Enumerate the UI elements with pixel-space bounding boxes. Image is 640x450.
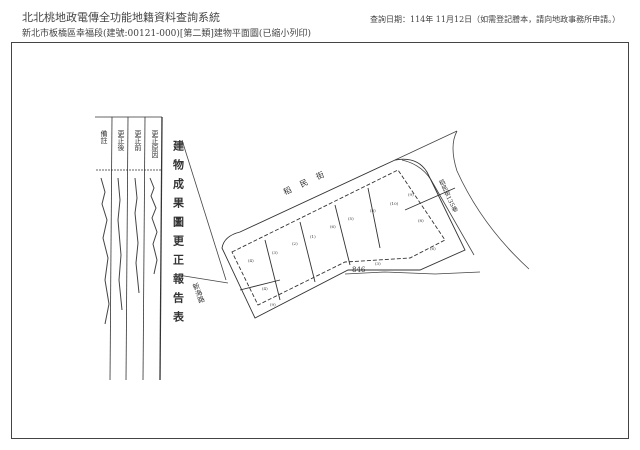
parcel-number: 846 (352, 266, 366, 274)
svg-text:(8): (8) (418, 218, 424, 223)
unit-labels: (4) (3) (2) (1) (6) (5) (8) (10) (9) (8) (6) (4)… (248, 192, 436, 307)
system-title: 北北桃地政電傳全功能地籍資料查詢系統 (22, 11, 220, 24)
svg-text:(2): (2) (292, 241, 298, 246)
building-outline (221, 158, 466, 319)
handwritten-entries (100, 177, 158, 325)
header-before: 更正前 (134, 130, 142, 152)
report-title: 建物成果圖更正報告表 (172, 139, 186, 330)
svg-text:(6): (6) (330, 224, 336, 229)
road-lines (177, 130, 530, 284)
drawing-frame (11, 42, 629, 439)
svg-text:(4): (4) (248, 258, 254, 263)
correction-table (95, 116, 163, 381)
svg-text:(4): (4) (262, 286, 268, 291)
svg-text:(3): (3) (272, 250, 278, 255)
svg-text:(5): (5) (348, 216, 354, 221)
header-after: 更正後 (117, 130, 125, 151)
road-left-label: 新海路 (191, 281, 206, 305)
svg-text:(3): (3) (375, 261, 381, 266)
header-reason: 更正原因 (151, 130, 159, 159)
svg-text:(8): (8) (370, 208, 376, 213)
svg-text:(6): (6) (430, 246, 436, 251)
svg-text:(9): (9) (408, 192, 414, 197)
document-subtitle: 新北市板橋區幸福段(建號:00121-000)[第二類]建物平面圖(已縮小列印) (22, 29, 311, 39)
query-date: 查詢日期：114年 11月12日（如需登記謄本，請向地政事務所申請。） (370, 15, 621, 24)
svg-text:(1): (1) (310, 234, 316, 239)
header-remark: 備註 (100, 129, 108, 144)
svg-text:(9): (9) (270, 302, 276, 307)
table-headers: 更正原因 更正前 更正後 備註 (100, 129, 159, 159)
svg-text:(10): (10) (390, 201, 399, 206)
